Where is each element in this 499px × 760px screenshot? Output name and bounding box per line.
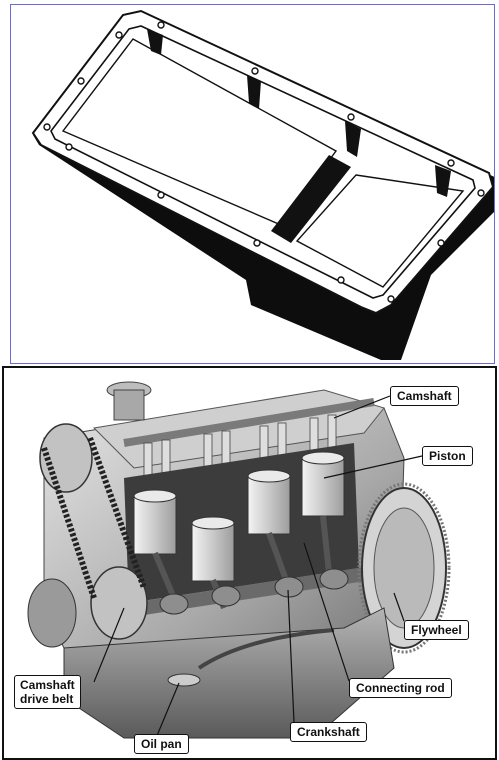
- label-camshaft-text: Camshaft: [397, 389, 452, 403]
- camshaft-drive-belt: [41, 436, 147, 599]
- label-connecting-rod: Connecting rod: [349, 678, 452, 698]
- oil-pan-baffle-4: [435, 165, 451, 197]
- oil-pan-baffle-2: [247, 75, 261, 109]
- timing-belt-assembly: [27, 423, 148, 648]
- label-camshaft: Camshaft: [390, 386, 459, 406]
- oil-pan-figure-panel: [10, 4, 495, 364]
- oil-pan-illustration: [31, 9, 494, 360]
- label-flywheel-text: Flywheel: [411, 623, 462, 637]
- label-camshaft-drive-belt: Camshaft drive belt: [14, 675, 81, 709]
- callout-leaders: [93, 395, 423, 739]
- label-oil-pan: Oil pan: [134, 734, 189, 754]
- valves: [143, 414, 337, 482]
- pistons: [133, 451, 345, 582]
- oil-drain-plug: [167, 673, 201, 687]
- label-crankshaft: Crankshaft: [290, 722, 367, 742]
- cylinder-cavity: [124, 443, 359, 603]
- oil-pan-floor-right: [295, 174, 465, 288]
- oil-pan-baffle-3: [345, 121, 361, 157]
- camshaft-pulley: [39, 423, 93, 493]
- label-piston-text: Piston: [429, 449, 466, 463]
- oil-pan-baffle-1: [147, 29, 163, 55]
- label-flywheel: Flywheel: [404, 620, 469, 640]
- oil-pan-floor-left: [61, 38, 338, 226]
- label-camshaft-drive-belt-line1: Camshaft: [20, 678, 75, 692]
- engine-cutaway-figure-panel: Camshaft Piston Flywheel Connecting rod …: [2, 366, 497, 760]
- label-connecting-rod-text: Connecting rod: [356, 681, 445, 695]
- label-camshaft-drive-belt-line2: drive belt: [20, 692, 74, 706]
- oil-pan-bolt-holes: [43, 21, 485, 303]
- label-crankshaft-text: Crankshaft: [297, 725, 360, 739]
- engine-cutaway-illustration: [27, 381, 451, 739]
- label-oil-pan-text: Oil pan: [141, 737, 182, 751]
- crank-pulley: [90, 566, 148, 640]
- oil-pan-divider: [271, 155, 351, 243]
- dipstick-tube: [197, 628, 335, 670]
- camshaft: [123, 398, 375, 447]
- label-piston: Piston: [422, 446, 473, 466]
